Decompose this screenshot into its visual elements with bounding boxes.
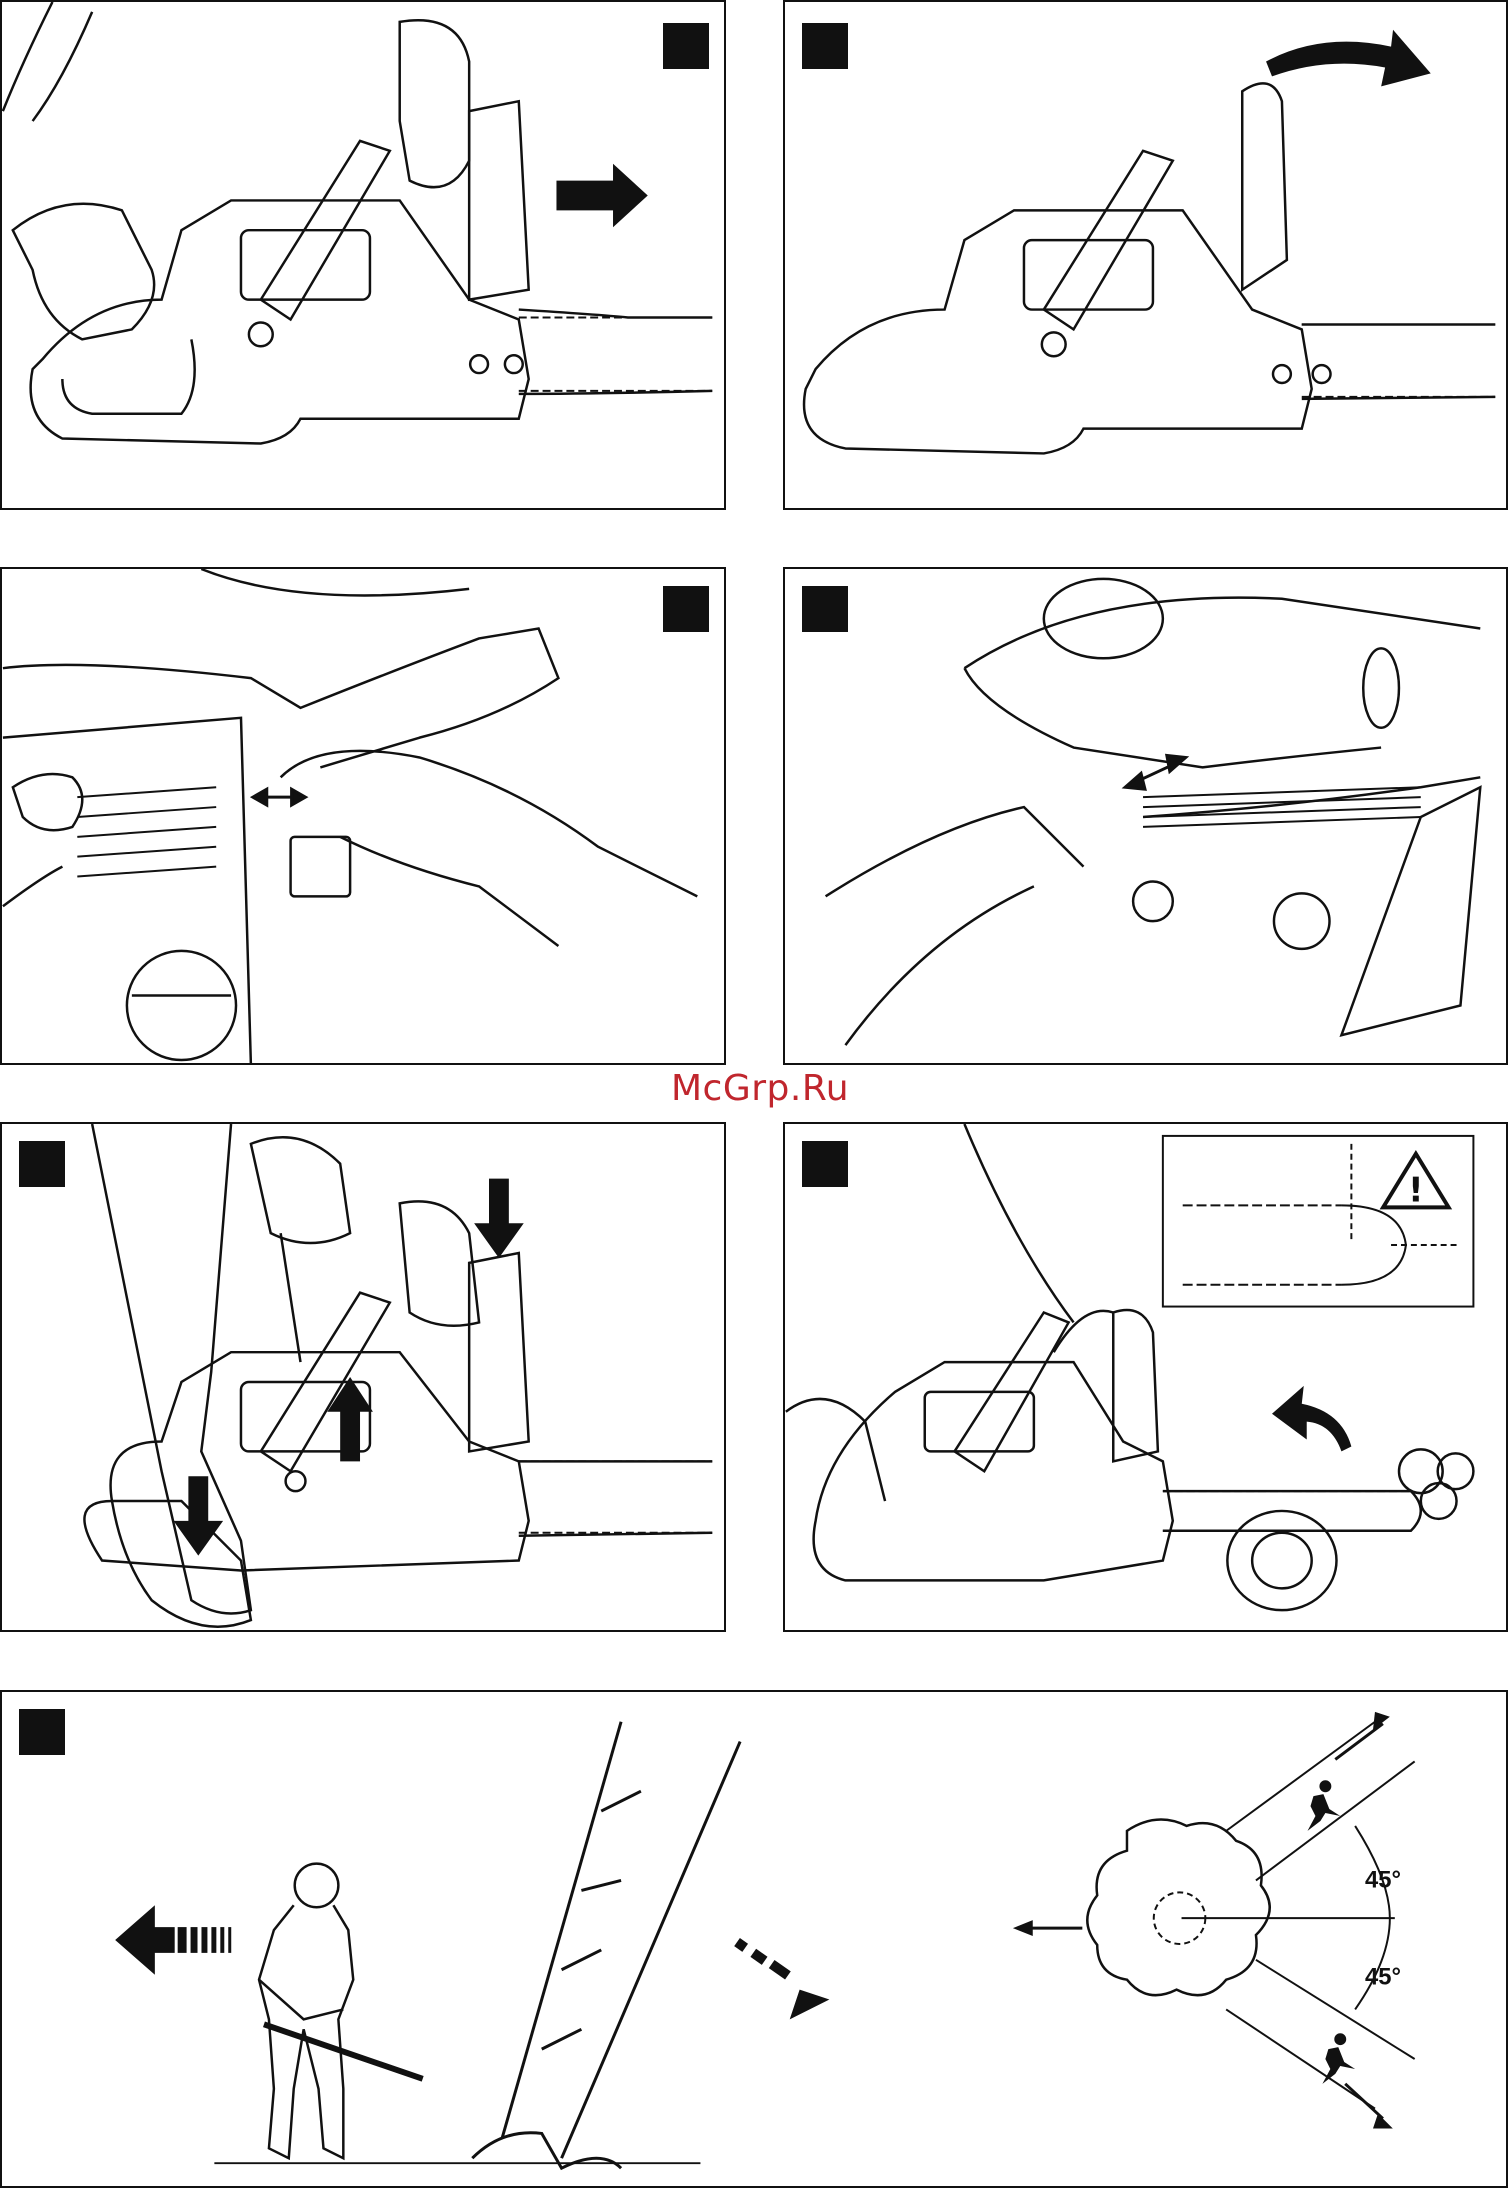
angle-label-top: 45° bbox=[1365, 1866, 1401, 1893]
escape-arrow-down-icon bbox=[1345, 2084, 1393, 2129]
panel-5 bbox=[0, 1122, 726, 1632]
arrow-down-icon bbox=[474, 1179, 524, 1258]
chainsaw-brake-illustration-2 bbox=[785, 2, 1506, 508]
panel-1 bbox=[0, 0, 726, 510]
panel-3 bbox=[0, 567, 726, 1065]
arrow-down-foot-icon bbox=[173, 1476, 223, 1555]
chainsaw-start-illustration bbox=[2, 1124, 724, 1630]
warning-symbol: ! bbox=[1408, 1170, 1423, 1209]
retreat-arrow-icon bbox=[115, 1905, 231, 1974]
falling-direction-arrow-icon bbox=[734, 1938, 829, 2019]
escape-route-diagram bbox=[1087, 1722, 1414, 2109]
running-person-icon bbox=[1322, 2033, 1355, 2084]
panel-2 bbox=[783, 0, 1508, 510]
panel-4 bbox=[783, 567, 1508, 1065]
operator-figure bbox=[259, 1864, 423, 2159]
running-person-icon bbox=[1308, 1780, 1341, 1831]
escape-arrow-up-icon bbox=[1335, 1712, 1390, 1760]
chainsaw-choke-illustration bbox=[785, 569, 1506, 1063]
chainsaw-brake-illustration-1 bbox=[2, 2, 724, 508]
inset-box bbox=[1163, 1136, 1474, 1307]
panel-6: ! bbox=[783, 1122, 1508, 1632]
chainsaw-switch-illustration bbox=[2, 569, 724, 1063]
arrow-left-icon bbox=[1013, 1920, 1082, 1936]
kickback-arrow-icon bbox=[1272, 1386, 1351, 1451]
curved-arrow-icon bbox=[1266, 30, 1431, 87]
double-arrow-horizontal-icon bbox=[253, 789, 306, 805]
panel-7: 45° 45° bbox=[0, 1690, 1508, 2188]
chainsaw-kickback-illustration: ! bbox=[785, 1124, 1506, 1630]
warning-triangle-icon: ! bbox=[1383, 1154, 1448, 1210]
arrow-up-icon bbox=[327, 1377, 373, 1461]
watermark-text: McGrp.Ru bbox=[655, 1068, 865, 1109]
arrow-right-icon bbox=[556, 164, 647, 227]
angle-label-bottom: 45° bbox=[1365, 1964, 1401, 1991]
tree-felling-illustration: 45° 45° bbox=[2, 1692, 1506, 2186]
tree-trunk bbox=[472, 1722, 740, 2168]
